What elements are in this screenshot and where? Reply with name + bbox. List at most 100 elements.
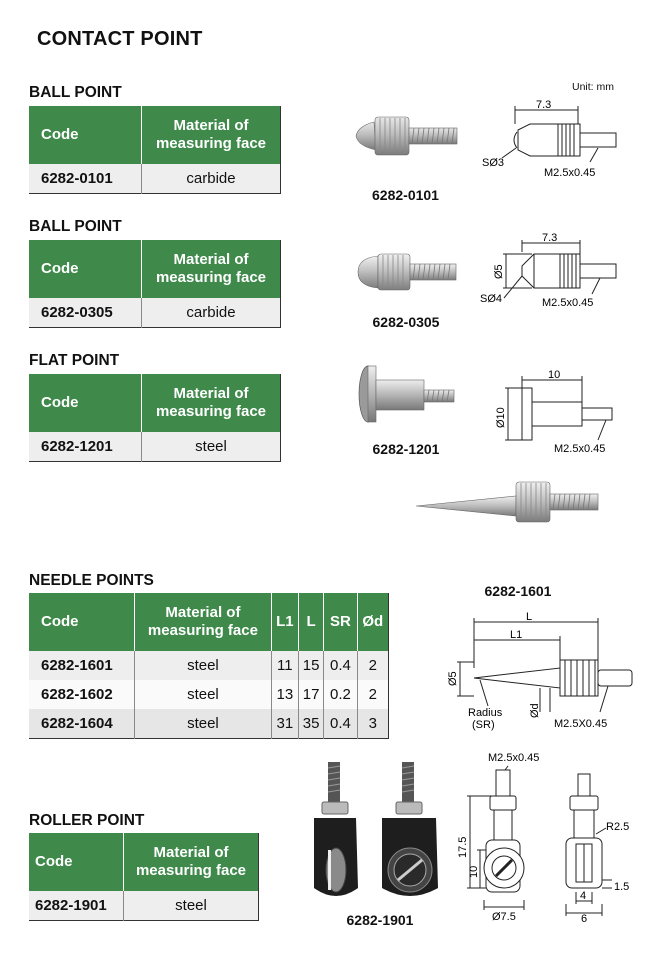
d-cell: 2 [356,680,389,709]
dim-radius-sr: (SR) [472,719,495,731]
needle-point-drawing: L L1 Ø5 Ød Radius (SR) M2.5X0.45 [447,611,633,731]
dim-thread: M2.5x0.45 [488,752,539,764]
section-title-ball-point-2: BALL POINT [29,218,122,235]
table-row: 6282-1604 steel 31 35 0.4 3 [29,709,389,739]
header-sr: SR [323,593,358,651]
code-cell: 6282-1604 [29,709,135,739]
material-cell: steel [141,432,281,462]
ball-point-1-photo-label: 6282-0101 [372,187,439,203]
code-cell: 6282-1602 [29,680,135,709]
l-cell: 15 [297,651,324,680]
l1-cell: 31 [270,709,299,739]
code-cell: 6282-1601 [29,651,135,680]
dim-L: L [526,611,532,623]
dim-w4: 4 [580,890,586,902]
material-cell: carbide [141,164,281,194]
section-title-flat-point: FLAT POINT [29,352,120,369]
d-cell: 2 [356,651,389,680]
table-row: 6282-1602 steel 13 17 0.2 2 [29,680,389,709]
needle-point-photo [415,481,599,523]
code-cell: 6282-0101 [29,164,142,194]
table-row: 6282-1601 steel 11 15 0.4 2 [29,651,389,680]
flat-point-photo-label: 6282-1201 [372,441,440,457]
section-title-needle-points: NEEDLE POINTS [29,572,154,589]
dim-thread: M2.5x0.45 [544,167,595,179]
page-title: CONTACT POINT [37,28,203,50]
dim-thread: M2.5x0.45 [542,297,593,309]
l-cell: 35 [297,709,324,739]
material-cell: steel [134,651,272,680]
code-cell: 6282-1201 [29,432,142,462]
ball-point-2-drawing: 7.3 Ø5 SØ4 M2.5x0.45 [480,232,617,309]
section-title-ball-point-1: BALL POINT [29,84,122,101]
dim-r: R2.5 [606,821,629,833]
material-cell: steel [123,891,259,921]
dim-sphere: SØ3 [482,157,504,169]
roller-point-photo [314,762,438,896]
section-title-roller-point: ROLLER POINT [29,812,145,829]
header-l1: L1 [270,593,299,651]
dim-thread: M2.5x0.45 [554,443,605,455]
dim-length: 10 [548,369,560,381]
code-cell: 6282-0305 [29,298,142,328]
header-l: L [297,593,324,651]
dim-dia5: Ø5 [447,671,459,686]
roller-point-side-drawing: R2.5 1.5 4 6 [565,773,629,922]
sr-cell: 0.2 [323,680,358,709]
needle-point-photo-label: 6282-1601 [484,583,552,599]
dim-w15: 1.5 [614,881,629,893]
table-row: 6282-1901 steel [29,891,259,921]
dim-dia-d: Ød [529,703,541,718]
dim-length: 7.3 [536,99,551,111]
material-cell: steel [134,680,272,709]
l1-cell: 13 [270,680,299,709]
roller-point-photo-label: 6282-1901 [346,912,414,928]
dim-w6: 6 [581,913,587,922]
l1-cell: 11 [270,651,299,680]
dim-h17: 17.5 [457,837,469,858]
dim-h10: 10 [468,866,480,878]
header-code: Code [29,106,142,164]
header-d: Ød [356,593,389,651]
sr-cell: 0.4 [323,709,358,739]
ball-point-1-drawing: 7.3 SØ3 M2.5x0.45 [482,99,617,179]
table-row: 6282-0101 carbide [29,164,281,194]
header-code: Code [29,240,142,298]
dim-sphere: SØ4 [480,293,502,305]
material-cell: steel [134,709,272,739]
l-cell: 17 [297,680,324,709]
header-code: Code [29,374,142,432]
flat-point-drawing: 10 Ø10 M2.5x0.45 [495,369,613,455]
ball-point-1-photo [355,116,458,156]
ball-point-2-photo-label: 6282-0305 [372,314,440,330]
dim-dia: Ø5 [493,264,505,279]
dim-L1: L1 [510,629,522,641]
dim-radius: Radius [468,707,503,719]
dim-length: 7.3 [542,232,557,244]
dim-dia: Ø10 [495,407,507,428]
dim-dia: Ø7.5 [492,911,516,922]
dim-thread: M2.5X0.45 [554,718,607,730]
material-cell: carbide [141,298,281,328]
code-cell: 6282-1901 [29,891,124,921]
flat-point-photo [358,365,455,423]
header-code: Code [29,833,124,891]
unit-label: Unit: mm [572,81,614,93]
ball-point-2-photo [357,253,457,291]
roller-point-front-drawing: M2.5x0.45 17.5 10 Ø7.5 [457,752,539,922]
header-code: Code [29,593,135,651]
table-row: 6282-1201 steel [29,432,281,462]
d-cell: 3 [356,709,389,739]
table-row: 6282-0305 carbide [29,298,281,328]
sr-cell: 0.4 [323,651,358,680]
